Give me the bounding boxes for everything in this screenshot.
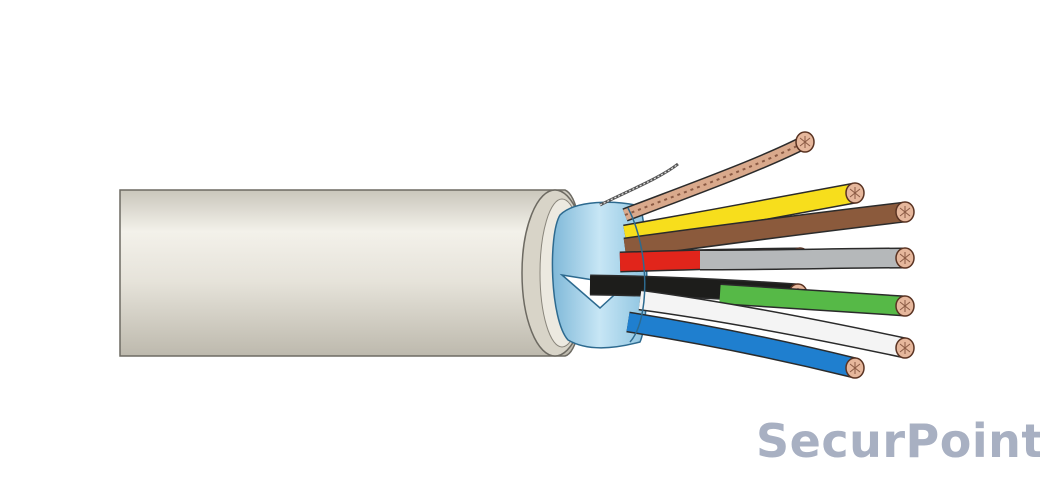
conductor-bundle [589, 131, 915, 379]
conductor-white [638, 291, 907, 357]
logo-text-end: int [971, 414, 1040, 468]
logo-dot-icon [950, 439, 961, 450]
conductor-grey [699, 249, 906, 269]
foil-edge [627, 207, 646, 343]
conductor-brown-strand-detail [899, 206, 911, 218]
conductor-blue-strand-detail [849, 362, 861, 374]
logo-o: o [940, 418, 972, 464]
securpoint-logo: SecurPoint [756, 418, 1040, 464]
conductor-bare-strand-detail [799, 136, 811, 148]
bare-conductor-strands [624, 141, 806, 216]
conductor-white-strand-detail [899, 342, 911, 354]
conductor-yellow-strand-detail [849, 187, 861, 199]
logo-text-start: SecurP [756, 414, 940, 468]
drain-wire [599, 162, 679, 207]
conductor-yellow [623, 184, 857, 244]
outer-jacket [119, 189, 589, 357]
conductor-blue [626, 313, 858, 377]
conductor-green [719, 285, 906, 315]
conductor-brown [623, 203, 907, 257]
conductor-grey-strand-detail [899, 252, 911, 264]
conductor-green-strand-detail [899, 300, 911, 312]
